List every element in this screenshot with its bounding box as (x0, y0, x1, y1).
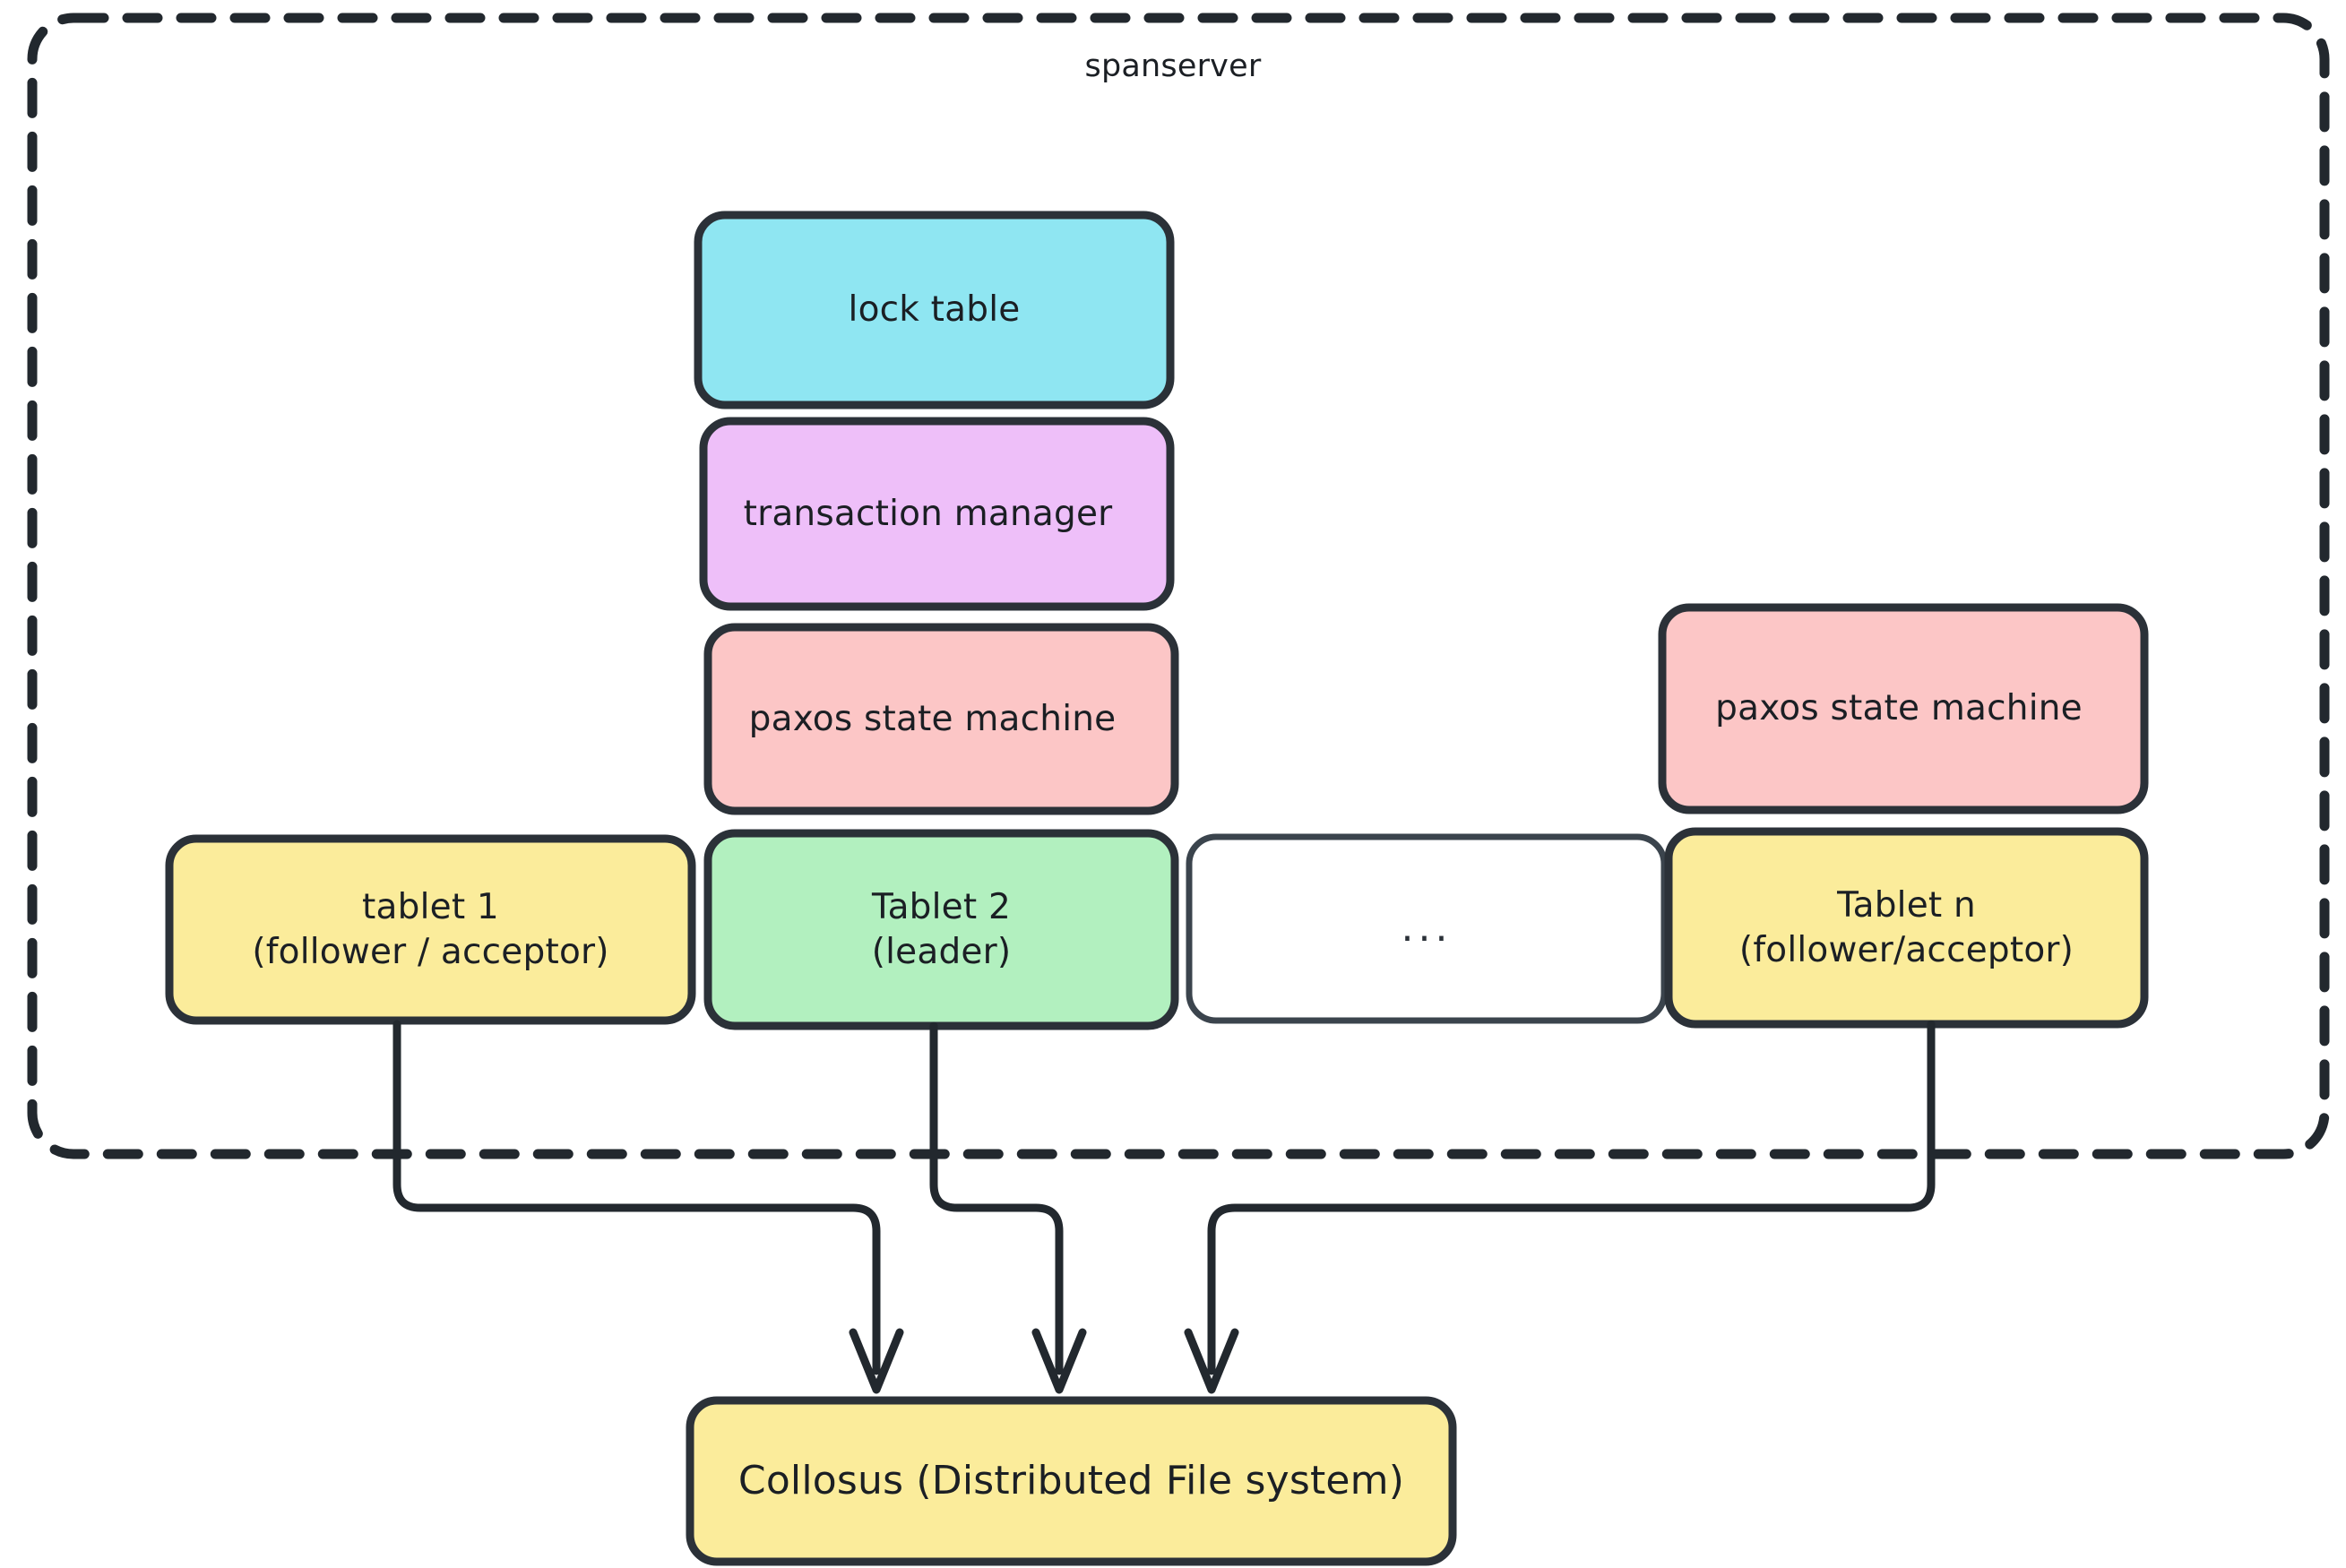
collosus-rect[interactable] (686, 1396, 1457, 1566)
spanserver-container-border (27, 13, 2330, 1159)
tablet-n-rect[interactable] (1664, 827, 2149, 1029)
edge-tablet1-arrowhead (849, 1328, 904, 1394)
edge-tabletn-collosus (1207, 1020, 1936, 1375)
tablet-1-rect[interactable] (165, 834, 696, 1025)
edge-tabletn-arrowhead (1184, 1328, 1239, 1394)
tablet-2-rect[interactable] (703, 829, 1179, 1030)
transaction-manager-rect[interactable] (699, 417, 1175, 611)
edge-tablet2-collosus (929, 1021, 1064, 1375)
lock-table-rect[interactable] (694, 211, 1175, 409)
edge-tablet1-collosus (392, 1020, 881, 1375)
edge-tablet2-arrowhead (1031, 1328, 1087, 1394)
paxos-state-machine-center-rect[interactable] (703, 623, 1179, 815)
tablet-ellipsis-rect[interactable] (1186, 833, 1668, 1024)
paxos-state-machine-right-rect[interactable] (1658, 603, 2149, 814)
